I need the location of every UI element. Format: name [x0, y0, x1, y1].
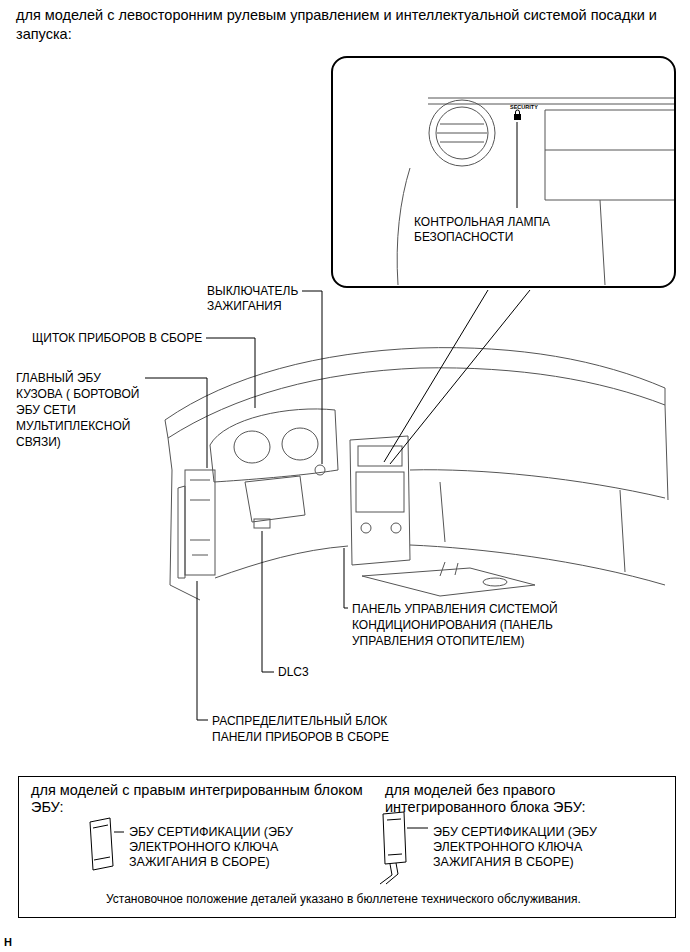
ecu-icons — [387, 819, 402, 855]
leader-lines — [145, 378, 207, 468]
part-label: ЭБУ СЕРТИФИКАЦИИ (ЭБУ ЭЛЕКТРОННОГО КЛЮЧА… — [129, 825, 334, 870]
dashboard-sketch — [165, 348, 665, 420]
dashboard-sketch — [245, 476, 305, 522]
ecu-icons — [380, 863, 398, 884]
leader-lines — [197, 581, 208, 720]
dashboard-sketch — [391, 523, 401, 533]
dashboard-sketch — [165, 348, 668, 600]
dashboard-sketch — [168, 368, 665, 438]
dashboard-sketch — [185, 470, 215, 575]
note-text: Установочное положение деталей указано в… — [106, 892, 581, 907]
leader-lines — [344, 548, 348, 608]
part-label: ЩИТОК ПРИБОРОВ В СБОРЕ — [32, 331, 202, 346]
part-label: ГЛАВНЫЙ ЭБУ КУЗОВА ( БОРТОВОЙ ЭБУ СЕТИ М… — [16, 370, 141, 450]
inset-panel-sketch — [545, 110, 676, 200]
inset-pointer — [384, 290, 488, 462]
dashboard-sketch — [440, 562, 458, 576]
part-label: КОНТРОЛЬНАЯ ЛАМПА БЕЗОПАСНОСТИ — [414, 215, 574, 245]
dashboard-sketch — [215, 546, 348, 578]
inset-panel-sketch — [436, 107, 488, 159]
dashboard-sketch — [254, 519, 270, 528]
dashboard-sketch — [315, 465, 325, 475]
dashboard-sketch — [165, 420, 200, 600]
variant-heading: для моделей без правого интегрированного… — [385, 782, 670, 816]
dashboard-sketch — [620, 490, 625, 572]
ecu-icons — [383, 812, 406, 864]
dashboard-sketch — [210, 409, 338, 482]
inset-panel-sketch — [428, 98, 675, 104]
dashboard-sketch — [350, 436, 410, 565]
dashboard-sketch — [358, 446, 402, 466]
ecu-icons — [90, 812, 428, 884]
dashboard-sketch — [483, 578, 507, 586]
dashboard-sketch — [665, 388, 668, 500]
ecu-icons — [90, 818, 113, 870]
dashboard-sketch — [410, 545, 665, 585]
part-label: ПАНЕЛЬ УПРАВЛЕНИЯ СИСТЕМОЙ КОНДИЦИОНИРОВ… — [352, 601, 580, 649]
inset-panel-sketch — [397, 98, 676, 285]
inset-frame: SECURITY КОНТРОЛЬНАЯ ЛАМПА БЕЗОПАСНОСТИ — [331, 56, 676, 288]
part-label: DLC3 — [278, 665, 309, 680]
dashboard-sketch — [356, 472, 404, 512]
dashboard-sketch — [178, 486, 185, 578]
variant-heading: для моделей с правым интегрированным бло… — [31, 782, 366, 816]
dashboard-sketch — [410, 470, 665, 498]
leader-lines — [206, 338, 255, 408]
dashboard-sketch — [282, 428, 318, 460]
part-label: ЭБУ СЕРТИФИКАЦИИ (ЭБУ ЭЛЕКТРОННОГО КЛЮЧА… — [433, 825, 638, 870]
leader-lines — [262, 531, 274, 672]
dashboard-sketch — [234, 431, 270, 463]
inset-pointer — [390, 290, 530, 464]
inset-panel-sketch — [429, 100, 495, 166]
variant-box: для моделей с правым интегрированным бло… — [18, 776, 676, 918]
security-lamp-icon — [514, 114, 521, 120]
part-label: РАСПРЕДЕЛИТЕЛЬНЫЙ БЛОК ПАНЕЛИ ПРИБОРОВ В… — [212, 713, 417, 745]
title-text: для моделей с левосторонним рулевым упра… — [16, 6, 684, 44]
dashboard-sketch — [361, 523, 371, 533]
lamp-leader — [517, 122, 518, 208]
indicator-caption: SECURITY — [510, 104, 538, 111]
dashboard-sketch — [362, 568, 535, 596]
ecu-icons — [93, 825, 110, 860]
ecu-icons — [114, 832, 124, 833]
dashboard-sketch — [440, 482, 445, 542]
inset-panel-sketch — [600, 200, 605, 285]
security-lamp-icon — [516, 110, 520, 114]
leader-lines — [302, 291, 322, 464]
figure-code: H — [4, 936, 12, 949]
inset-panel-sketch — [397, 168, 410, 285]
part-label: ВЫКЛЮЧАТЕЛЬ ЗАЖИГАНИЯ — [207, 284, 298, 314]
dashboard-sketch — [190, 480, 210, 555]
inset-panel-sketch — [437, 124, 487, 142]
security-lamp-icon — [514, 110, 521, 120]
ecu-icons — [407, 828, 428, 829]
